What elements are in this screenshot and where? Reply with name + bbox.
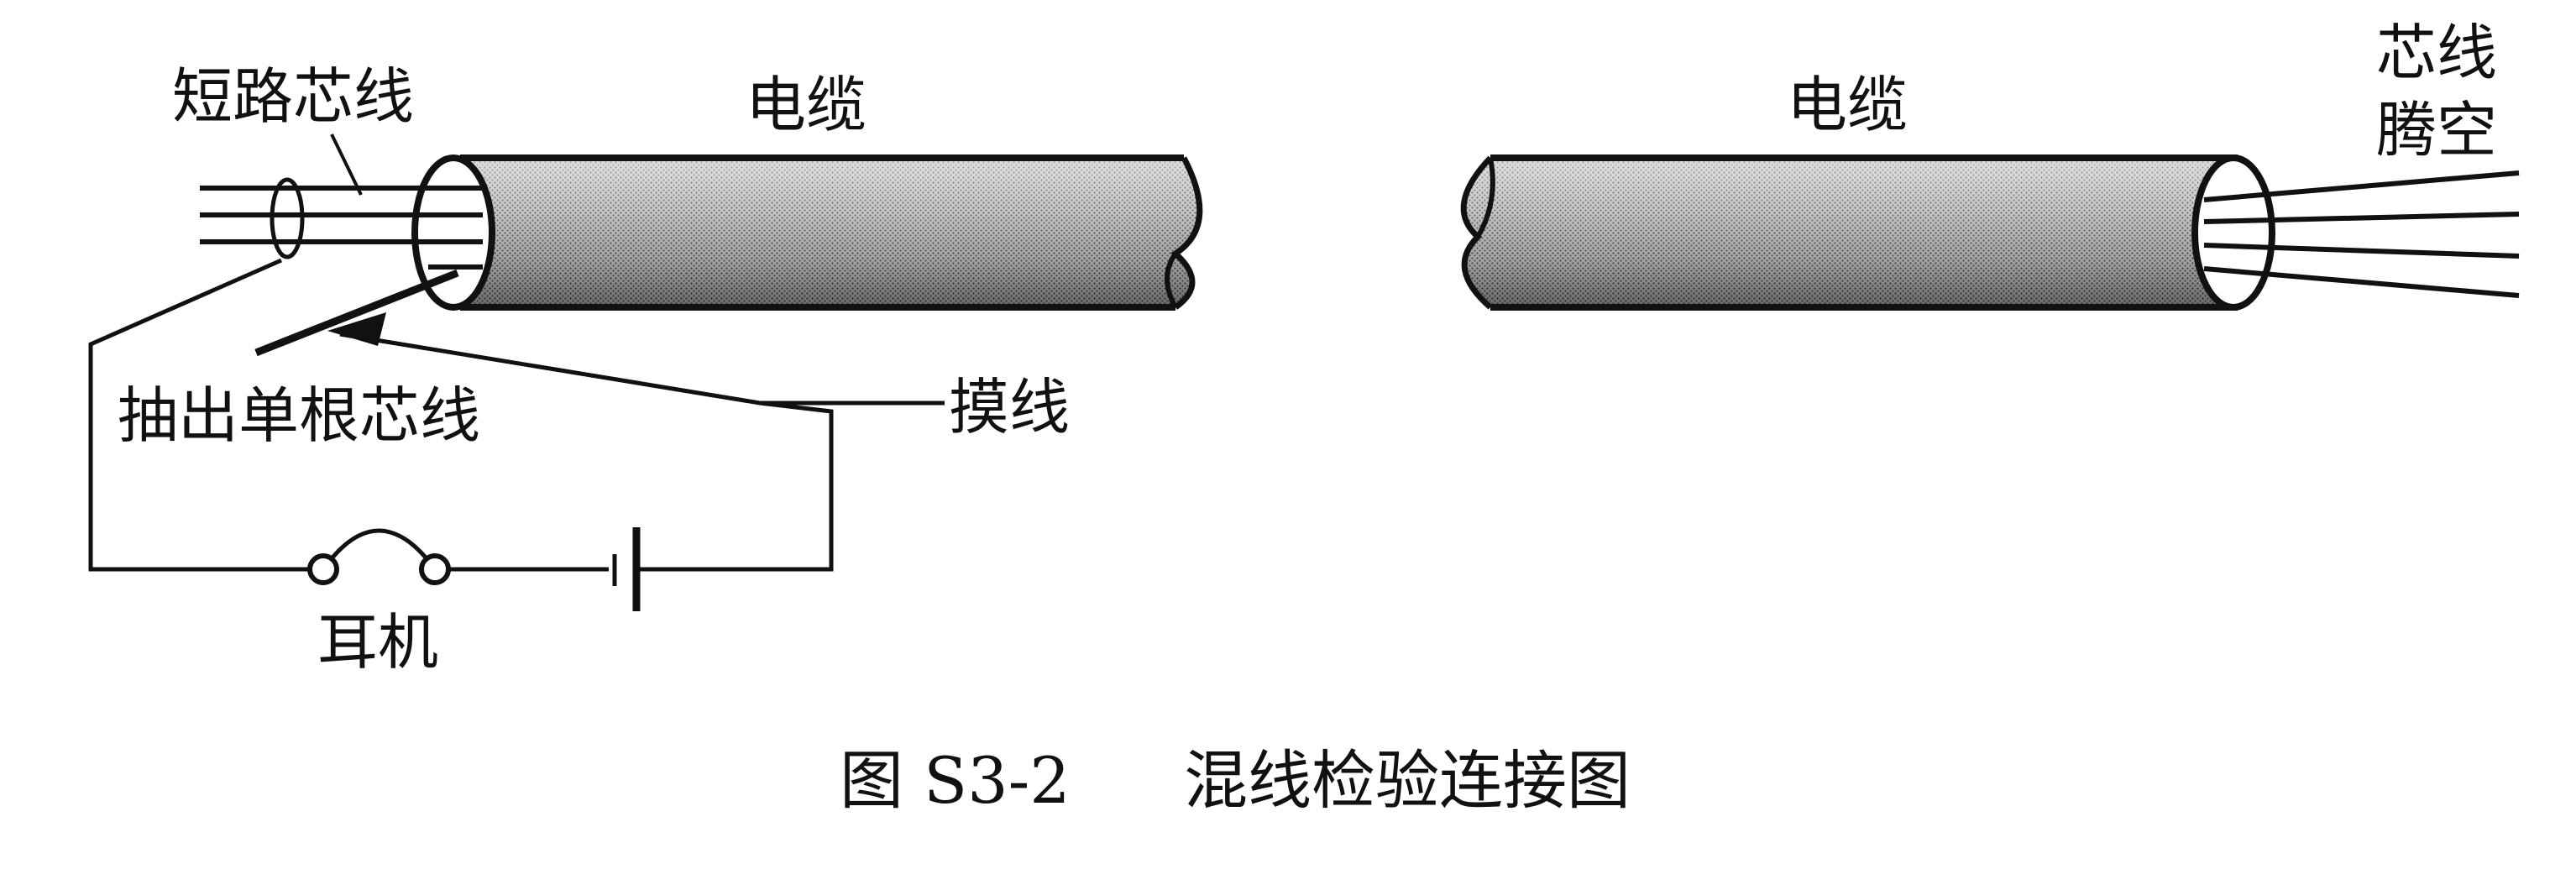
figure-title: 混线检验连接图 [1184,743,1631,818]
label-core-float-1: 芯线 [2376,18,2497,88]
floating-cores [2203,170,2520,298]
label-single-core: 抽出单根芯线 [118,380,480,451]
test-circuit [88,258,834,572]
short-loop [270,177,305,259]
label-cable-left: 电缆 [746,70,867,140]
label-earphone: 耳机 [317,607,438,678]
label-core-float-2: 腾空 [2376,95,2497,165]
right-cable [1460,154,2275,311]
figure-number: 图 S3-2 [840,743,1071,818]
left-cable [411,154,1203,311]
right-cable-end [2191,154,2275,311]
left-cable-end [411,154,495,311]
label-cable-right: 电缆 [1787,70,1908,140]
battery-icon [612,527,641,611]
single-core-wire [254,269,459,357]
label-short-core: 短路芯线 [172,61,414,132]
label-probe: 摸线 [949,372,1070,442]
earphone-icon [307,528,451,585]
short-core-bundle [200,134,483,270]
